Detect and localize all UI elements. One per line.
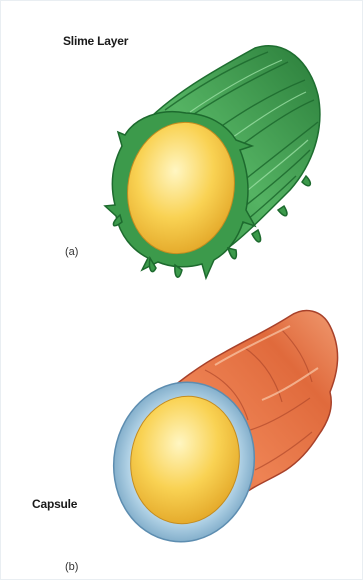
slime-layer-label: Slime Layer (63, 34, 128, 48)
panel-a-letter: (a) (65, 246, 78, 258)
slime-layer-cell (105, 46, 320, 278)
capsule-label: Capsule (32, 497, 77, 511)
panel-b-letter: (b) (65, 561, 78, 573)
capsule-cell (101, 311, 337, 553)
